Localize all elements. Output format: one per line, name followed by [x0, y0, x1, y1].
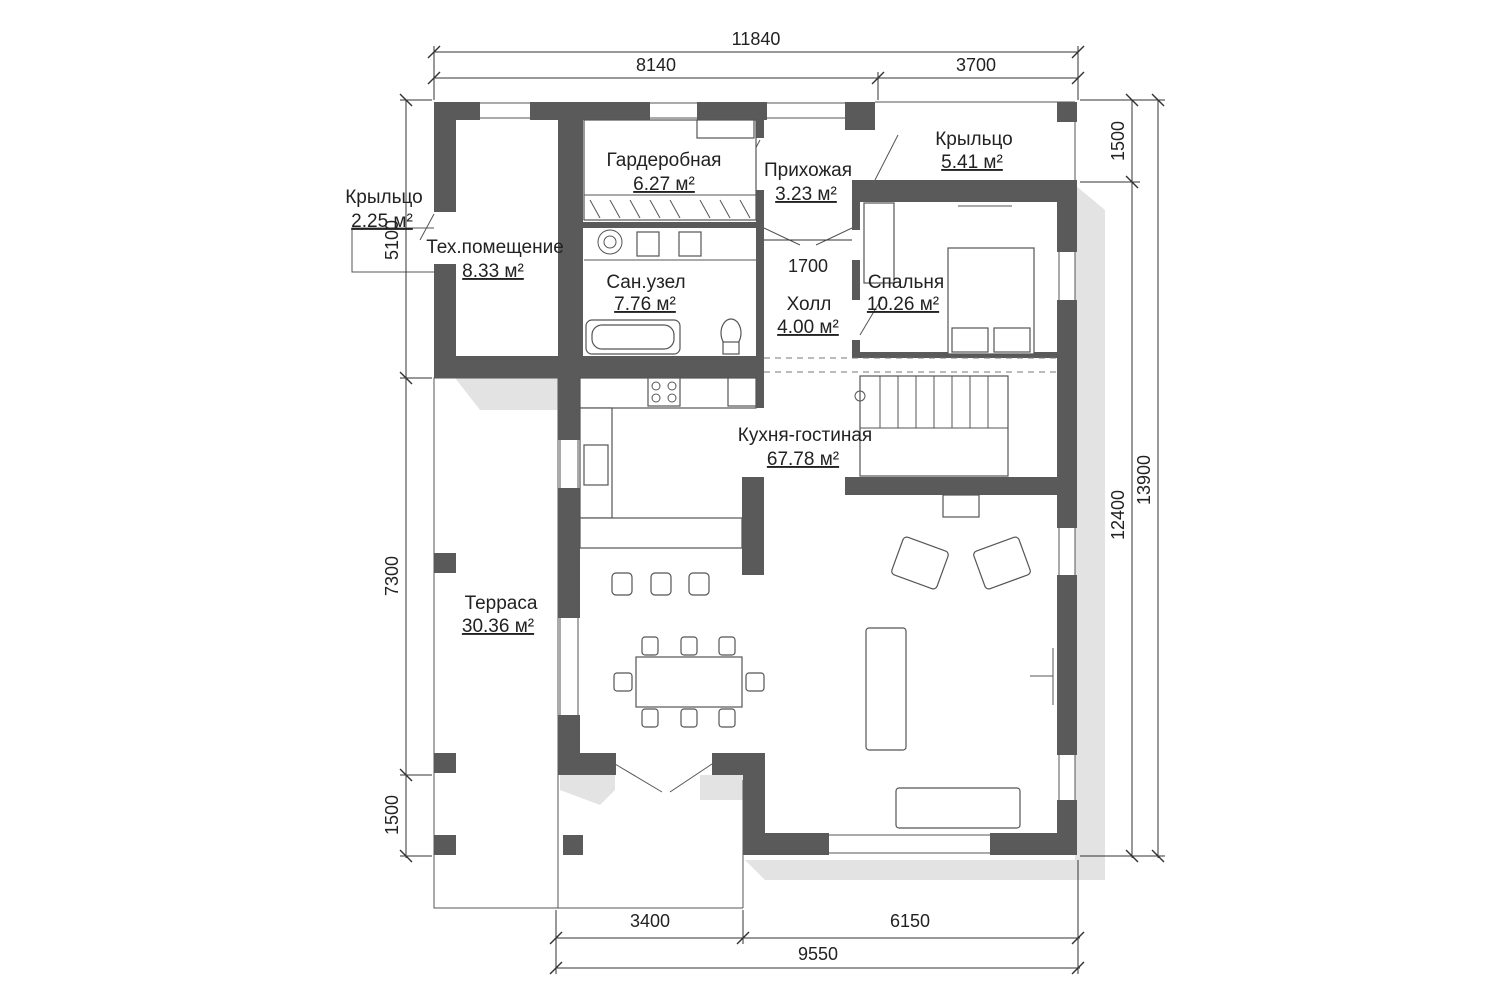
furniture: [579, 119, 1054, 829]
room-name-tech-room: Тех.помещение: [426, 237, 564, 258]
room-area-bedroom: 10.26 м²: [867, 294, 939, 315]
room-area-kitchen-living: 67.78 м²: [767, 449, 839, 470]
walls: [434, 102, 1077, 855]
room-name-bathroom: Сан.узел: [606, 272, 685, 293]
dim-right-total: 13900: [1134, 455, 1154, 505]
room-name-porch-left: Крыльцо: [345, 187, 423, 208]
wall-shadows: [455, 185, 1105, 880]
dim-left-mid: 7300: [382, 556, 402, 596]
dimension-labels: 11840 8140 3700 1700 3400 6150 9550 1500…: [382, 29, 1154, 964]
dim-right-top: 1500: [1108, 121, 1128, 161]
dim-hall-width: 1700: [788, 256, 828, 276]
room-name-kitchen-living: Кухня-гостиная: [738, 425, 872, 446]
windows: [480, 102, 1076, 854]
room-area-hall: 4.00 м²: [777, 317, 839, 338]
room-name-terrace: Терраса: [465, 593, 538, 614]
dim-bottom-right: 6150: [890, 911, 930, 931]
dim-right-mid: 12400: [1108, 490, 1128, 540]
room-name-porch-right: Крыльцо: [935, 129, 1013, 150]
room-name-wardrobe: Гардеробная: [607, 150, 722, 171]
room-area-hallway: 3.23 м²: [775, 184, 837, 205]
dim-left-bottom: 1500: [382, 795, 402, 835]
room-area-porch-right: 5.41 м²: [941, 152, 1003, 173]
room-name-hall: Холл: [787, 294, 832, 315]
room-labels: Гардеробная 6.27 м² Прихожая 3.23 м² Кры…: [345, 129, 1013, 637]
room-name-bedroom: Спальня: [868, 272, 944, 293]
dim-top-total: 11840: [732, 29, 781, 49]
room-area-wardrobe: 6.27 м²: [633, 174, 695, 195]
dim-bottom-left: 3400: [630, 911, 670, 931]
dim-top-left: 8140: [636, 55, 676, 75]
dim-bottom-total: 9550: [798, 944, 838, 964]
dim-top-right: 3700: [956, 55, 996, 75]
room-area-porch-left: 2.25 м²: [351, 211, 413, 232]
dimension-lines: [399, 45, 1165, 975]
room-name-hallway: Прихожая: [764, 160, 852, 181]
room-area-bathroom: 7.76 м²: [614, 294, 676, 315]
room-area-tech-room: 8.33 м²: [462, 261, 524, 282]
room-area-terrace: 30.36 м²: [462, 616, 534, 637]
hall-dash-lines: [764, 357, 1057, 373]
dim-left-small: 5100: [382, 220, 402, 260]
